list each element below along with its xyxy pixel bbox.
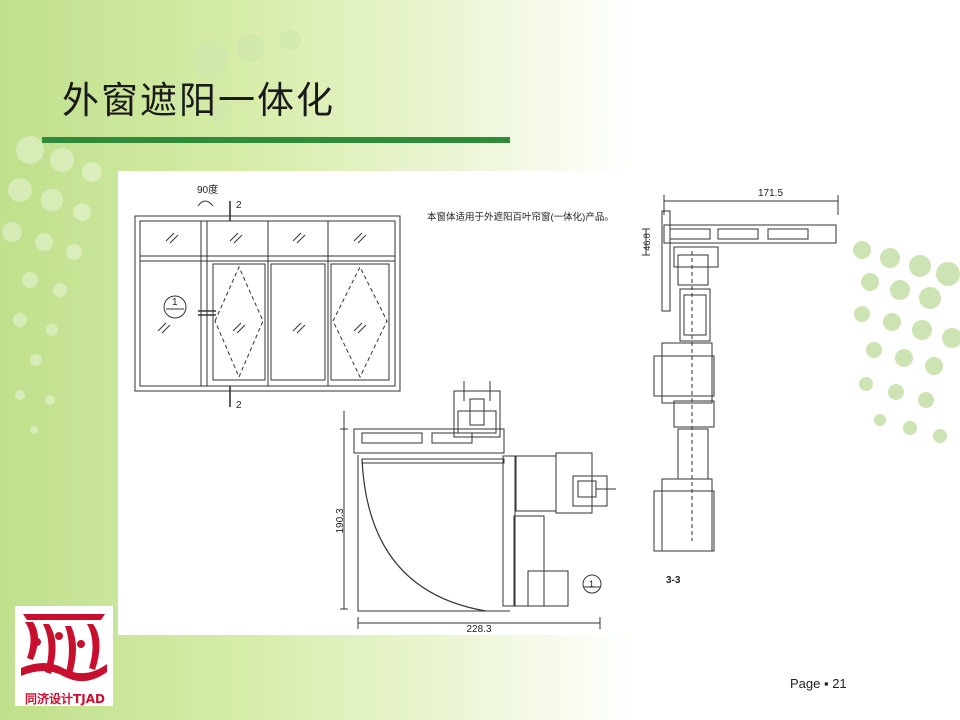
- section-mark-top: 2: [236, 200, 242, 211]
- logo-caption: 同济设计TJAD: [25, 692, 105, 706]
- section-mark-bottom: 2: [236, 400, 242, 411]
- angle-label: 90度: [197, 183, 218, 196]
- callout-number: 1: [172, 297, 178, 308]
- section-label: 3-3: [666, 575, 681, 586]
- shading-box-top: [353, 428, 505, 454]
- dim-shading-height: 46.8: [642, 233, 652, 251]
- callout-number-section: 1: [589, 579, 594, 589]
- window-shading-drawing: 90度 2 2 1 本窗体适用于外遮阳百叶帘窗(一体化)产品。: [134, 183, 839, 635]
- dim-width: 228.3: [466, 624, 491, 635]
- tjad-logo: 同济设计TJAD: [15, 606, 113, 706]
- dim-shading-width: 171.5: [758, 188, 783, 199]
- title-underline: [42, 137, 510, 143]
- tjad-logo-icon: [17, 608, 111, 688]
- shading-box-section: [663, 224, 837, 244]
- page-number: Page ▪ 21: [790, 676, 847, 691]
- drawing-note: 本窗体适用于外遮阳百叶帘窗(一体化)产品。: [427, 211, 614, 223]
- elevation-outer-frame: [134, 215, 401, 392]
- technical-drawing-panel: 90度 2 2 1 本窗体适用于外遮阳百叶帘窗(一体化)产品。: [118, 171, 846, 635]
- slide-title: 外窗遮阳一体化: [62, 79, 335, 122]
- dim-height: 190.3: [335, 508, 346, 533]
